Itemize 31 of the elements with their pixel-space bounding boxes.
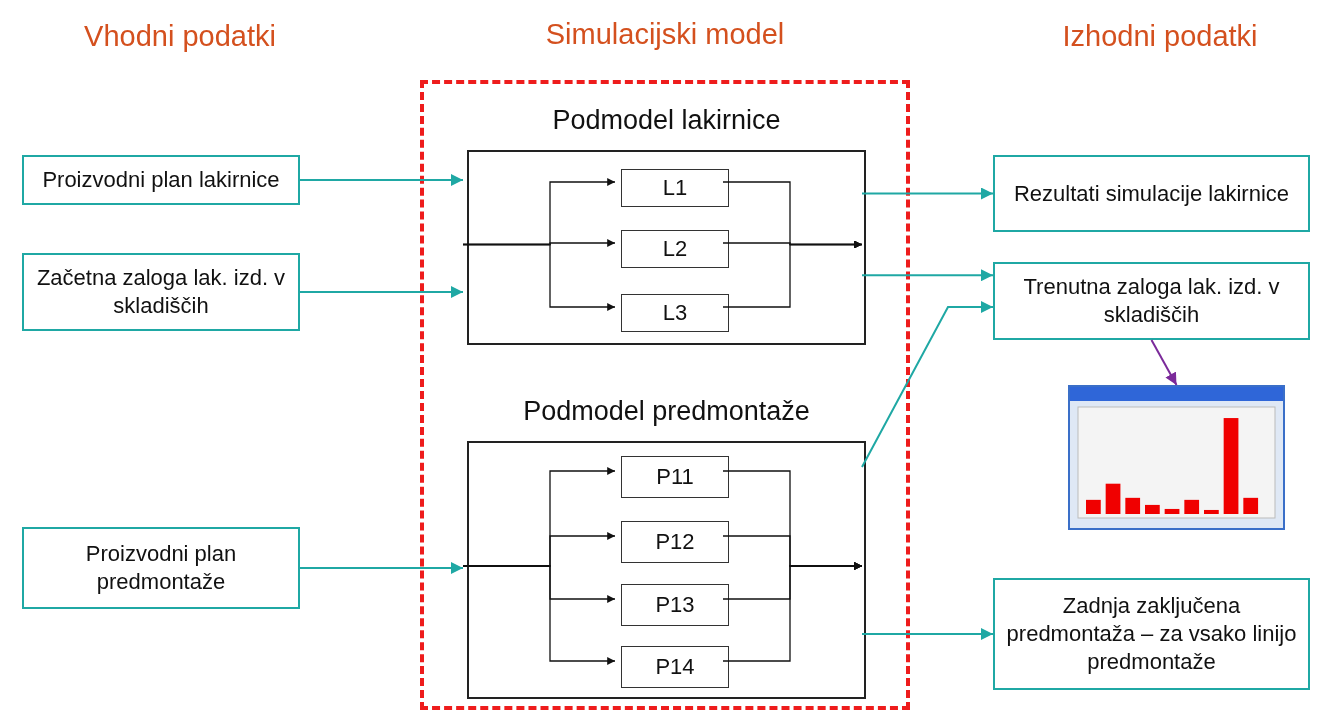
arrow <box>861 628 994 640</box>
arrow <box>1150 339 1178 386</box>
picture <box>1068 385 1285 530</box>
process-box: P14 <box>621 646 729 688</box>
data-box: Začetna zaloga lak. izd. v skladiščih <box>22 253 300 331</box>
process-box: L3 <box>621 294 729 332</box>
data-box: Zadnja zaključena predmontaža – za vsako linijo predmontaže <box>993 578 1310 690</box>
process-box: P11 <box>621 456 729 498</box>
process-box: L2 <box>621 230 729 268</box>
arrow <box>299 174 464 186</box>
data-box: Trenutna zaloga lak. izd. v skladiščih <box>993 262 1310 340</box>
arrow <box>299 562 464 574</box>
column-heading: Vhodni podatki <box>84 20 276 53</box>
process-box: L1 <box>621 169 729 207</box>
arrow <box>722 562 863 662</box>
group-heading: Simulacijski model <box>544 20 786 48</box>
arrow <box>722 240 863 308</box>
arrow <box>299 286 464 298</box>
arrow <box>861 269 994 282</box>
data-box: Proizvodni plan lakirnice <box>22 155 300 205</box>
arrow <box>462 243 616 311</box>
column-heading: Izhodni podatki <box>1062 20 1258 53</box>
process-box: P13 <box>621 584 729 626</box>
arrow <box>861 301 994 468</box>
data-box: Proizvodni plan predmontaže <box>22 527 300 609</box>
arrow <box>462 565 616 665</box>
data-box: Rezultati simulacije lakirnice <box>993 155 1310 232</box>
group-heading: Podmodel lakirnice <box>551 106 782 134</box>
group-heading: Podmodel predmontaže <box>522 397 811 425</box>
process-box: P12 <box>621 521 729 563</box>
arrow <box>861 187 994 200</box>
